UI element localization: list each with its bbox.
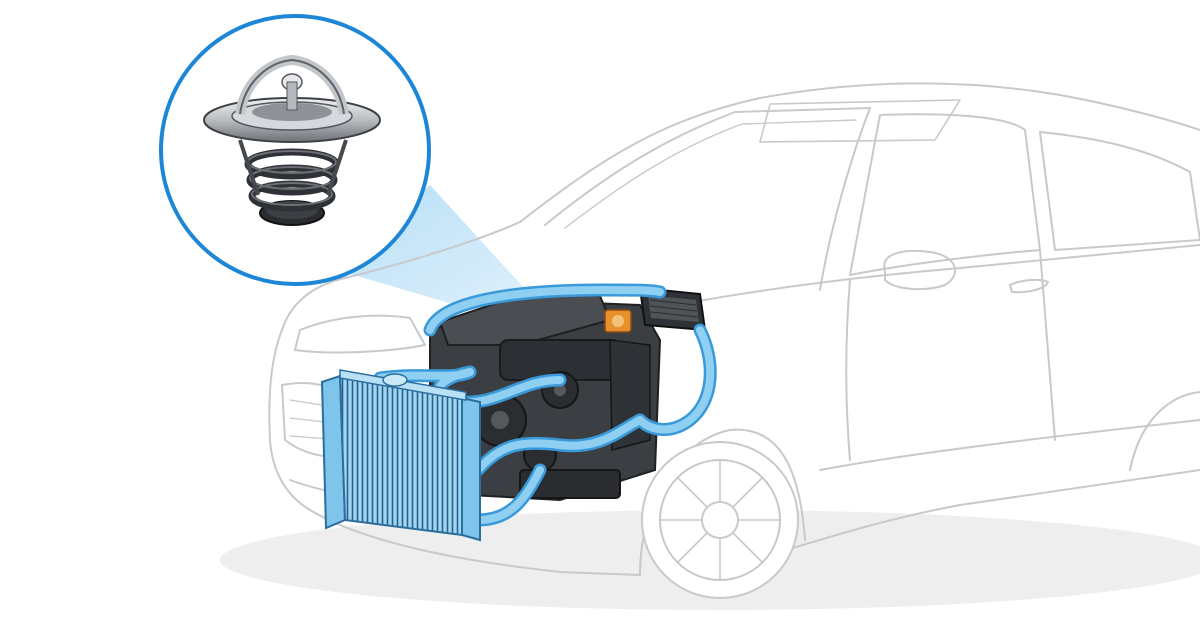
car-front-wheel bbox=[641, 441, 799, 599]
car-rear-arch bbox=[1129, 391, 1200, 471]
radiator-tank-right bbox=[461, 396, 481, 542]
car-windshield bbox=[544, 107, 871, 291]
thermostat-callout bbox=[159, 14, 431, 286]
hose-bypass bbox=[474, 466, 544, 524]
thermostat-icon bbox=[203, 54, 381, 226]
radiator-core bbox=[338, 374, 463, 537]
car-sill-line bbox=[819, 419, 1200, 471]
hose-heater-return bbox=[636, 326, 715, 434]
car-windshield-inner bbox=[564, 119, 857, 229]
radiator-cap bbox=[382, 373, 408, 387]
callout-beam bbox=[330, 185, 535, 318]
car-roofline bbox=[519, 82, 1200, 223]
car-door-handle bbox=[1009, 278, 1049, 294]
car-hood bbox=[281, 221, 521, 331]
car-front-window bbox=[849, 113, 1041, 276]
car-door-line bbox=[845, 249, 1056, 461]
car-rear-window bbox=[1039, 131, 1200, 251]
car-side-mirror bbox=[883, 249, 956, 291]
car-front-bumper bbox=[268, 329, 561, 573]
car-headlight bbox=[294, 314, 426, 354]
car-sunroof bbox=[759, 99, 961, 143]
heater-core bbox=[638, 286, 707, 332]
wheel-spokes bbox=[660, 460, 780, 580]
engine-oil-pan bbox=[519, 469, 621, 499]
thermostat-housing bbox=[604, 309, 632, 333]
car-body bbox=[268, 82, 1200, 576]
hose-lower-radiator bbox=[474, 416, 644, 474]
radiator bbox=[320, 369, 481, 542]
hose-heater-supply bbox=[426, 286, 664, 334]
